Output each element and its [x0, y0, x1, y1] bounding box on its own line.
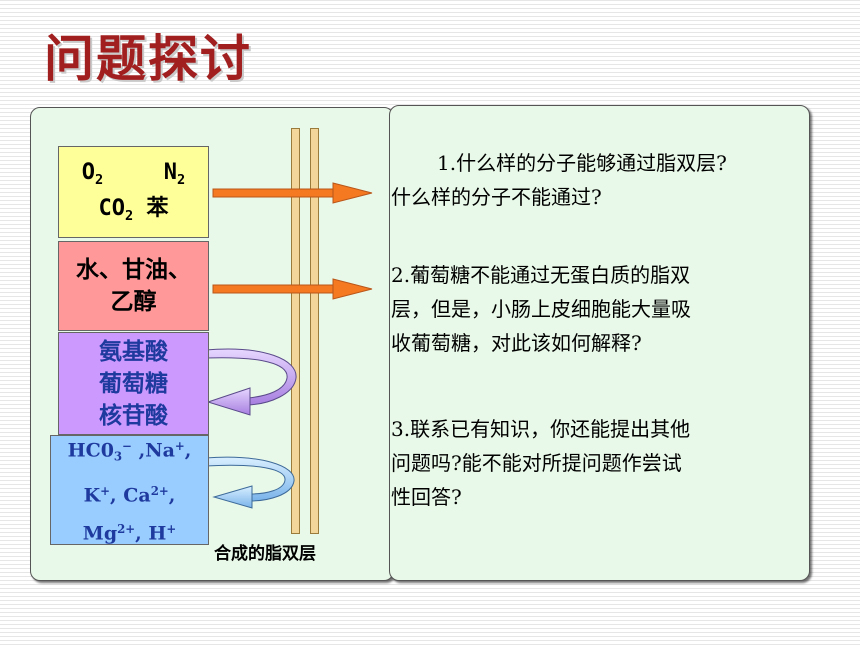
membrane-label: 合成的脂双层	[214, 544, 316, 564]
pass-arrow-polar	[212, 278, 373, 300]
ions-row-2: K+, Ca2+,	[83, 483, 176, 507]
blocked-arrow-organic	[204, 348, 297, 416]
pass-arrow-gases	[212, 182, 373, 204]
box-polar-molecules: 水、甘油、 乙醇	[58, 241, 209, 331]
question-3: 3.联系已有知识，你还能提出其他 问题吗?能不能对所提问题作尝试 性回答?	[391, 417, 691, 509]
question-2: 2.葡萄糖不能通过无蛋白质的脂双 层，但是，小肠上皮细胞能大量吸 收葡萄糖，对此…	[391, 263, 691, 355]
questions-panel	[389, 105, 810, 581]
box-ions: HC03− ,Na+, K+, Ca2+, Mg2+, H+	[50, 435, 209, 545]
gases-row-2: CO2 苯	[98, 196, 169, 224]
lipid-bilayer-bar-inner	[310, 128, 319, 534]
blocked-arrow-ions	[204, 456, 295, 509]
gases-row-1: O2 N2	[81, 160, 186, 188]
ions-row-1: HC03− ,Na+,	[67, 439, 192, 464]
ions-row-3: Mg2+, H+	[82, 522, 177, 545]
box-gases: O2 N2 CO2 苯	[58, 146, 209, 238]
question-1: 1.什么样的分子能够通过脂双层? 什么样的分子不能通过?	[391, 151, 727, 209]
box-organic-molecules: 氨基酸 葡萄糖 核苷酸	[58, 332, 209, 435]
page-title: 问题探讨	[44, 30, 252, 88]
lipid-bilayer-bar-outer	[291, 128, 300, 534]
